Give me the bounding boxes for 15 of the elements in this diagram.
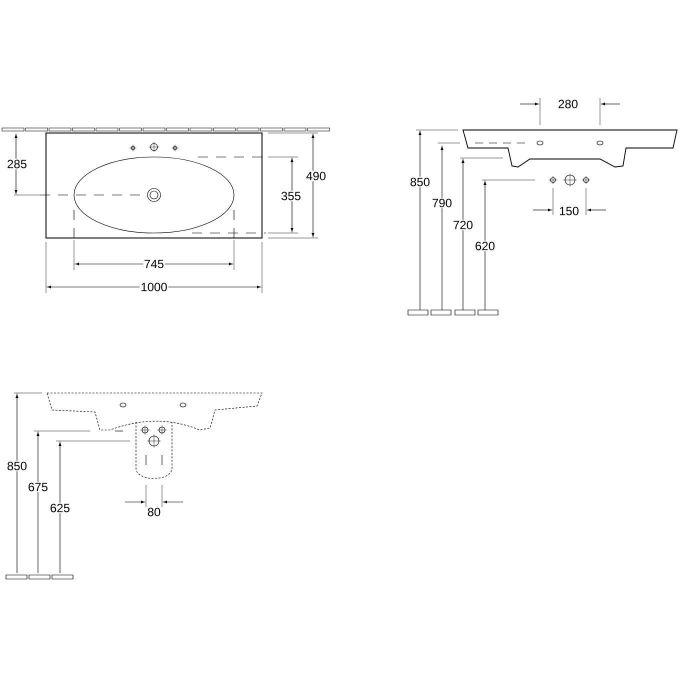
dimension-label: 720 bbox=[452, 220, 474, 230]
dimension-label: 355 bbox=[280, 190, 302, 202]
dimension-label: 490 bbox=[305, 170, 328, 182]
dimension-label: 745 bbox=[143, 258, 165, 270]
dimension-label: 850 bbox=[409, 176, 432, 188]
dimension-label: 675 bbox=[27, 482, 49, 492]
dimension-label: 80 bbox=[146, 506, 162, 518]
dimension-label: 280 bbox=[557, 98, 580, 110]
dimension-label: 850 bbox=[6, 460, 28, 472]
dimension-label: 285 bbox=[6, 158, 28, 170]
dimension-label: 150 bbox=[558, 206, 580, 216]
dimension-label: 790 bbox=[431, 198, 454, 208]
dimension-label: 620 bbox=[474, 240, 496, 252]
dimension-label: 1000 bbox=[140, 282, 168, 292]
dimension-label: 625 bbox=[49, 502, 71, 514]
